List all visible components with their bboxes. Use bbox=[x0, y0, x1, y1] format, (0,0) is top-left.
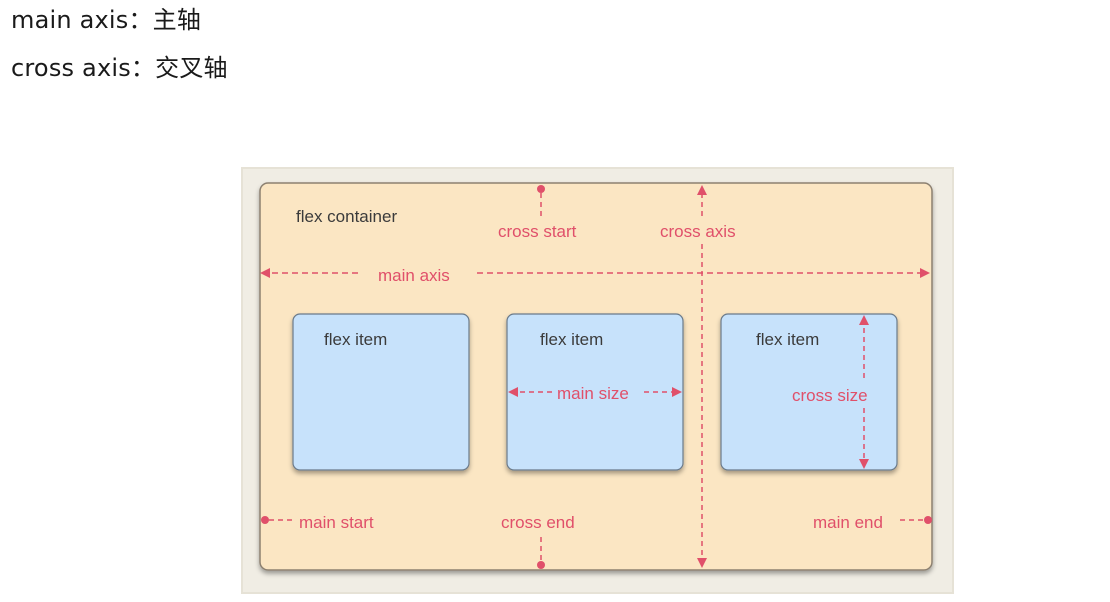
main-end-label: main end bbox=[813, 513, 883, 532]
cross-end-label: cross end bbox=[501, 513, 575, 532]
cross-start-label: cross start bbox=[498, 222, 577, 241]
flex-container-label: flex container bbox=[296, 207, 397, 226]
cross-end-dot bbox=[537, 561, 545, 569]
main-axis-definition: main axis：主轴 bbox=[11, 6, 202, 34]
flex-item-label-2: flex item bbox=[540, 330, 603, 349]
flex-item-label-3: flex item bbox=[756, 330, 819, 349]
main-size-label: main size bbox=[557, 384, 629, 403]
cross-axis-label: cross axis bbox=[660, 222, 736, 241]
main-start-label: main start bbox=[299, 513, 374, 532]
flex-item-label-1: flex item bbox=[324, 330, 387, 349]
flex-item-1 bbox=[292, 313, 470, 471]
main-start-dot bbox=[261, 516, 269, 524]
cross-axis-definition: cross axis：交叉轴 bbox=[11, 54, 228, 82]
main-axis-label: main axis bbox=[378, 266, 450, 285]
cross-size-label: cross size bbox=[792, 386, 868, 405]
flex-item-2 bbox=[506, 313, 684, 471]
cross-start-dot bbox=[537, 185, 545, 193]
main-end-dot bbox=[924, 516, 932, 524]
flex-item-3 bbox=[720, 313, 898, 471]
